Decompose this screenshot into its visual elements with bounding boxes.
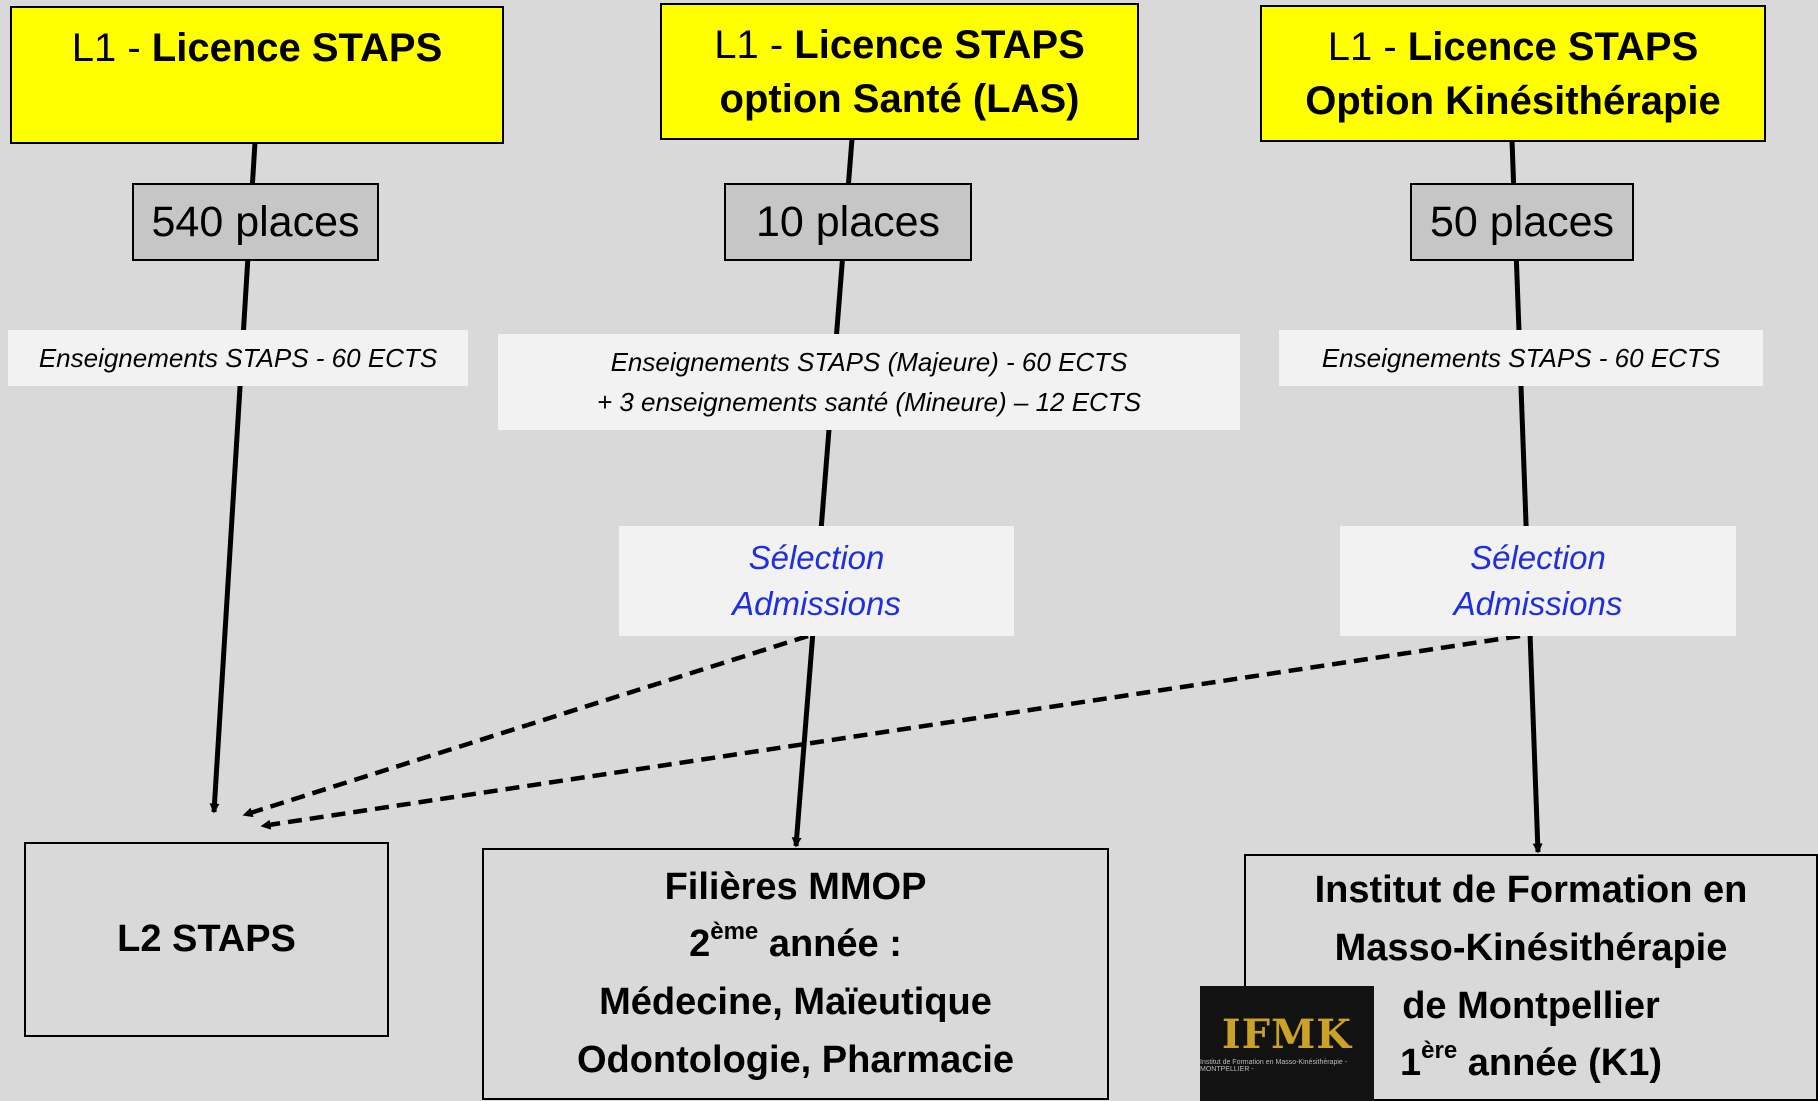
- destination-l2-staps-label: L2 STAPS: [117, 917, 296, 960]
- track-kine-teaching-line-1: Enseignements STAPS - 60 ECTS: [1321, 342, 1721, 373]
- destination-mmop-line-3: Médecine, Maïeutique: [599, 981, 992, 1023]
- destination-ifmk-line-1: Institut de Formation en: [1314, 869, 1748, 911]
- track-kine-prefix: L1 -: [1327, 24, 1408, 69]
- track-las-selection-line-1: Sélection: [748, 538, 885, 576]
- track-las-selection-line-2: Admissions: [732, 585, 901, 622]
- connector-kine-dashed: [260, 633, 1521, 830]
- track-staps-teaching-line-1: Enseignements STAPS - 60 ECTS: [38, 342, 438, 373]
- track-kine-places-text: 50 places: [1429, 197, 1615, 246]
- destination-mmop-line-4: Odontologie, Pharmacie: [576, 1038, 1015, 1081]
- connector-las-dashed: [242, 633, 809, 818]
- track-las-title-line-1: Licence STAPS: [794, 22, 1085, 67]
- ifmk-logo-mark: IFMK: [1221, 1010, 1353, 1058]
- destination-ifmk-year-rest: année (K1): [1457, 1042, 1662, 1085]
- destination-ifmk-year-sup: ère: [1421, 1037, 1458, 1065]
- track-las-selection: Sélection Admissions: [619, 526, 1014, 636]
- track-las-teaching-line-2: + 3 enseignements santé (Mineure) – 12 E…: [596, 387, 1142, 417]
- track-las-title-line-2: option Santé (LAS): [719, 76, 1080, 121]
- track-kine-selection: Sélection Admissions: [1340, 526, 1736, 636]
- destination-mmop: Filières MMOP 2ème année : Médecine, Maï…: [482, 848, 1109, 1100]
- destination-mmop-year-num: 2: [689, 923, 711, 966]
- track-las-teaching: Enseignements STAPS (Majeure) - 60 ECTS …: [498, 334, 1240, 430]
- ifmk-logo: IFMK Institut de Formation en Masso-Kiné…: [1200, 986, 1374, 1101]
- track-kine-header: L1 - Licence STAPS Option Kinésithérapie: [1260, 5, 1766, 142]
- track-las-places: 10 places: [724, 183, 972, 261]
- track-staps-title: Licence STAPS: [151, 26, 443, 70]
- track-kine-selection-line-2: Admissions: [1453, 585, 1623, 622]
- track-kine-title-line-2: Option Kinésithérapie: [1305, 78, 1721, 123]
- ifmk-logo-tagline: Institut de Formation en Masso-Kinésithé…: [1200, 1058, 1348, 1073]
- track-las-teaching-line-1: Enseignements STAPS (Majeure) - 60 ECTS: [610, 346, 1128, 377]
- track-staps-header: L1 - Licence STAPS: [10, 6, 504, 144]
- destination-ifmk-line-3: de Montpellier: [1402, 984, 1660, 1027]
- destination-l2-staps: L2 STAPS: [24, 842, 389, 1037]
- track-las-header: L1 - Licence STAPS option Santé (LAS): [660, 3, 1139, 140]
- destination-mmop-year-rest: année :: [758, 923, 902, 966]
- track-staps-prefix: L1 -: [71, 26, 152, 70]
- track-staps-teaching: Enseignements STAPS - 60 ECTS: [8, 330, 468, 386]
- destination-ifmk-year-num: 1: [1399, 1042, 1422, 1085]
- track-kine-title-line-1: Licence STAPS: [1407, 24, 1699, 69]
- track-staps-places-text: 540 places: [151, 197, 360, 246]
- track-kine-places: 50 places: [1410, 183, 1634, 261]
- track-staps-places: 540 places: [132, 183, 379, 261]
- track-las-prefix: L1 -: [714, 22, 795, 67]
- destination-mmop-line-1: Filières MMOP: [664, 865, 927, 908]
- track-kine-selection-line-1: Sélection: [1470, 538, 1606, 576]
- track-kine-teaching: Enseignements STAPS - 60 ECTS: [1279, 330, 1763, 386]
- track-las-places-text: 10 places: [755, 197, 941, 246]
- destination-ifmk-line-2: Masso-Kinésithérapie: [1334, 926, 1728, 969]
- destination-mmop-year-sup: ème: [710, 918, 759, 946]
